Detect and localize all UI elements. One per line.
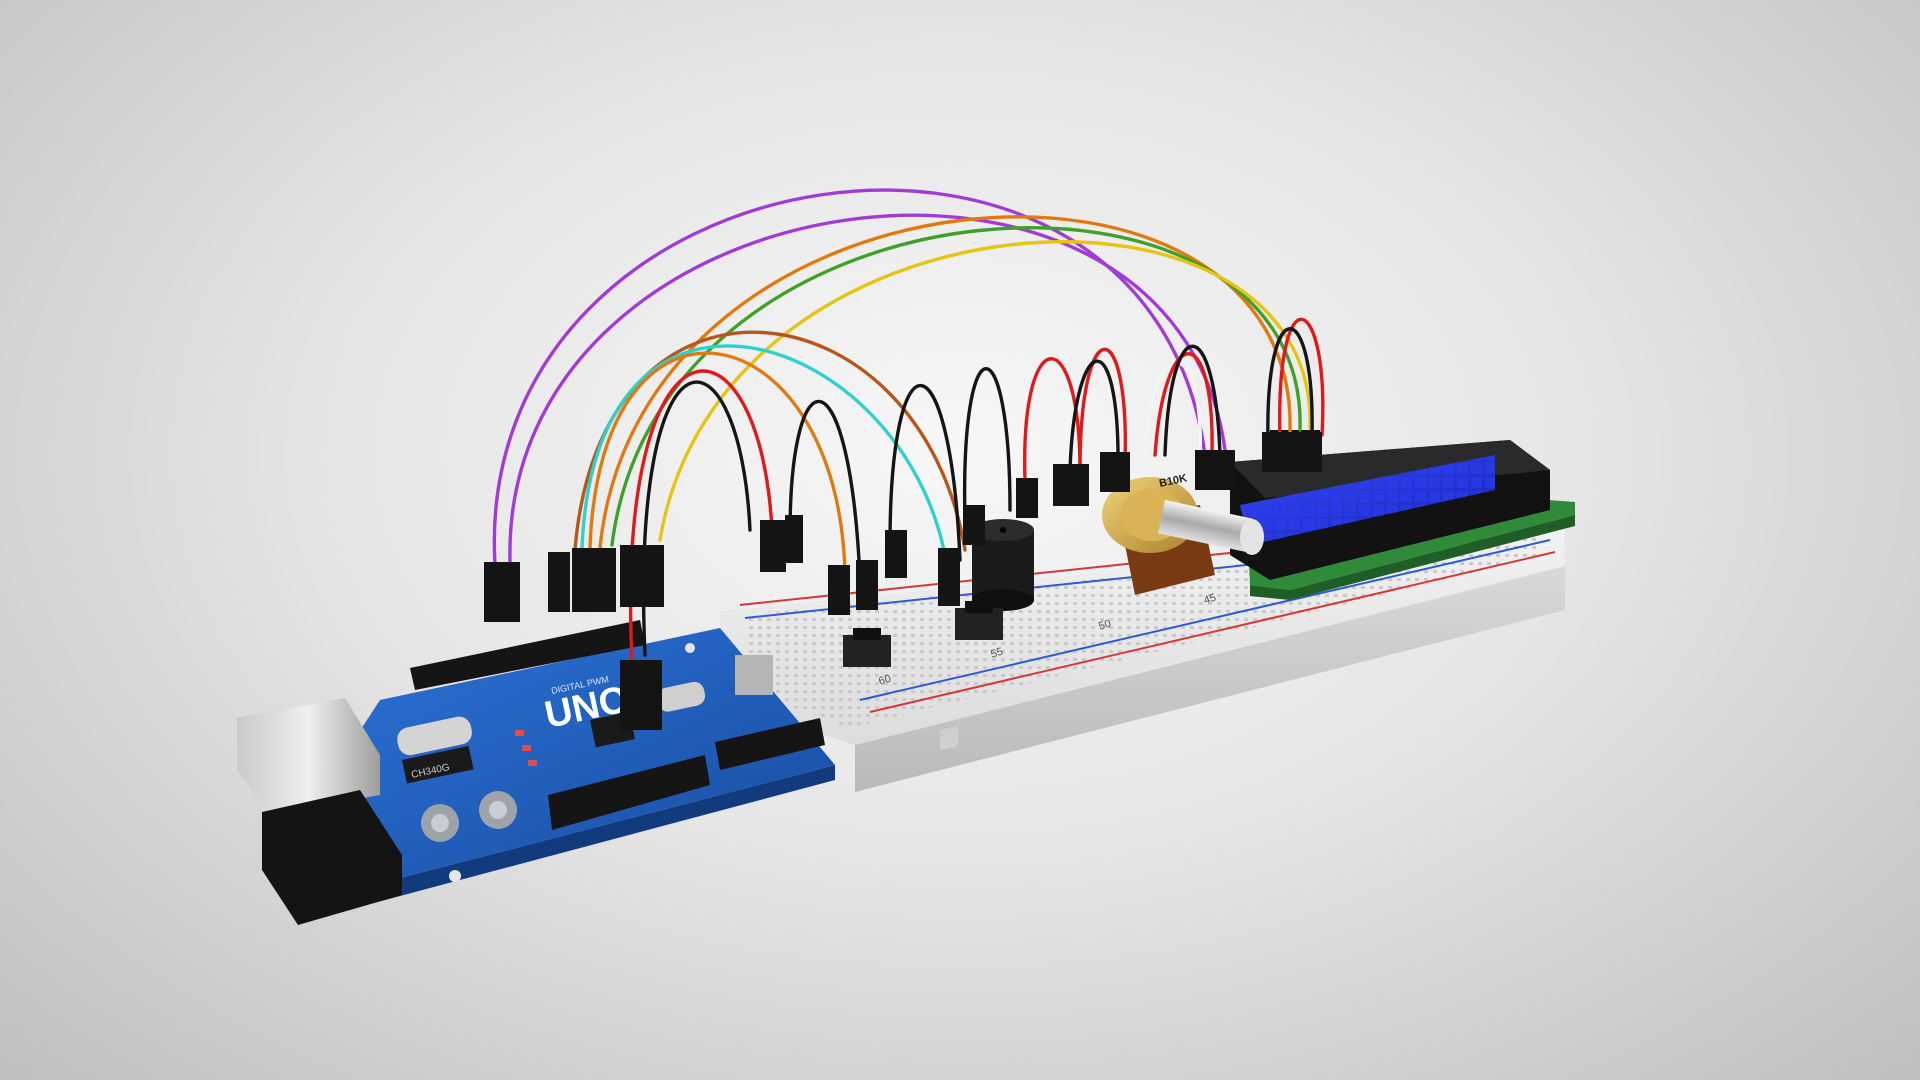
usb-serial-chip	[402, 745, 474, 784]
wire-black-4	[1068, 359, 1120, 472]
push-button-2	[955, 601, 1003, 640]
wire-black-1	[788, 399, 862, 582]
wire-purple-1	[492, 188, 1207, 567]
wire-black-5	[1163, 344, 1222, 457]
wire-yellow-long	[658, 240, 1312, 542]
jumper-wires	[492, 188, 1325, 662]
row-label-50: 50	[1097, 618, 1112, 633]
wire-black-arduino	[641, 380, 752, 657]
wire-red-arduino	[629, 369, 774, 662]
row-label-55: 55	[989, 646, 1004, 661]
arduino-uno: CH340G UNO DIGITAL PWM	[237, 620, 835, 925]
lcd-module	[1230, 430, 1575, 600]
dc-jack	[262, 790, 402, 925]
wire-black-2	[888, 384, 962, 562]
wire-black-3	[962, 367, 1012, 522]
potentiometer: B10K	[1102, 472, 1264, 595]
wire-purple-2	[508, 213, 1227, 564]
pot-value-label: B10K	[1158, 472, 1188, 490]
row-label-45: 45	[1202, 592, 1217, 607]
usb-connector	[237, 698, 380, 815]
analog-header	[548, 755, 710, 830]
wire-connectors	[484, 432, 1322, 730]
wire-black-lcd	[1266, 327, 1314, 442]
icsp-header	[735, 655, 773, 695]
push-button-1	[843, 628, 891, 667]
wire-red-1	[1023, 357, 1082, 482]
wire-red-3	[1153, 352, 1214, 457]
wire-orange-long	[598, 215, 1292, 550]
row-label-60: 60	[877, 673, 892, 688]
wire-cyan	[580, 344, 947, 557]
digital-header	[410, 620, 645, 690]
wire-red-lcd	[1277, 317, 1325, 442]
wire-orange-short	[588, 351, 847, 577]
crystal-oscillator	[397, 716, 472, 756]
wire-red-2	[1078, 347, 1128, 472]
